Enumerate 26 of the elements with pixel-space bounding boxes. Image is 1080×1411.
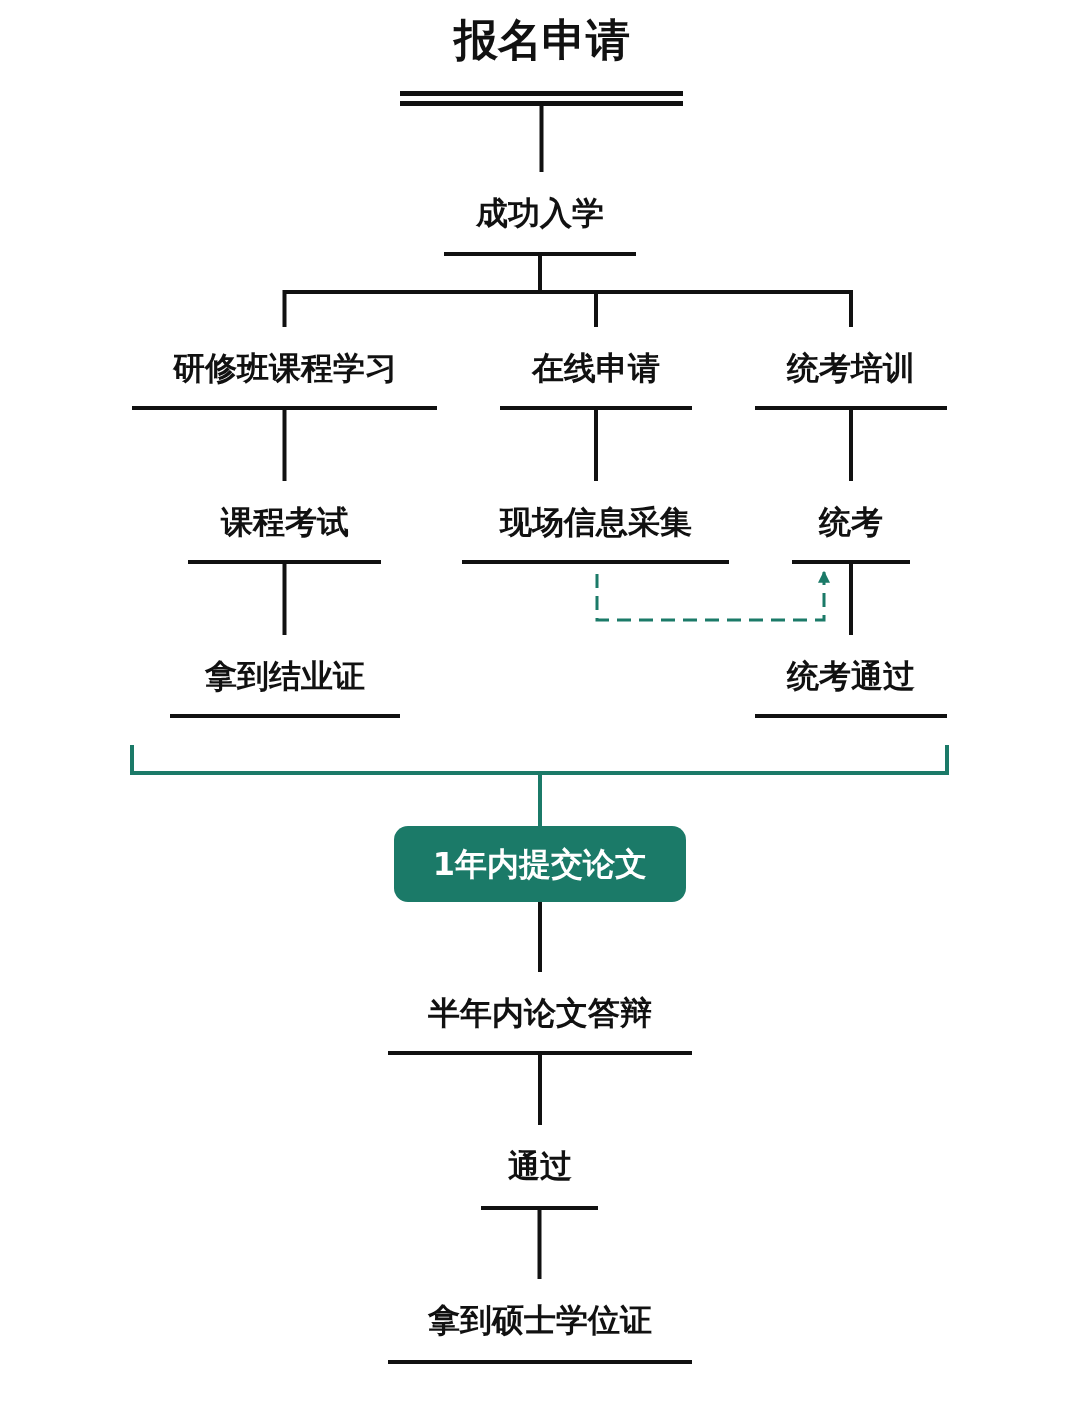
connector bbox=[849, 410, 853, 481]
connector bbox=[537, 1210, 542, 1279]
underlined-step: 半年内论文答辩 bbox=[388, 972, 692, 1055]
underlined-step: 拿到硕士学位证 bbox=[388, 1279, 692, 1364]
connector bbox=[282, 564, 287, 635]
underlined-step: 统考 bbox=[792, 481, 910, 564]
underlined-step: 研修班课程学习 bbox=[132, 327, 437, 410]
connector bbox=[594, 410, 598, 481]
connector bbox=[282, 410, 287, 481]
underlined-step: 成功入学 bbox=[444, 172, 636, 256]
process-box: 1年内提交论文 bbox=[394, 826, 686, 902]
underlined-step: 通过 bbox=[481, 1125, 598, 1210]
connector bbox=[539, 106, 544, 172]
title-step: 报名申请 bbox=[400, 10, 683, 106]
underlined-step: 统考通过 bbox=[755, 635, 947, 718]
connector bbox=[538, 1055, 542, 1125]
underlined-step: 现场信息采集 bbox=[462, 481, 729, 564]
bracket-connector bbox=[538, 745, 949, 826]
dashed-arrow bbox=[595, 570, 830, 622]
underlined-step: 统考培训 bbox=[755, 327, 947, 410]
connector bbox=[538, 256, 853, 327]
underlined-step: 课程考试 bbox=[188, 481, 381, 564]
underlined-step: 拿到结业证 bbox=[170, 635, 400, 718]
connector bbox=[849, 564, 853, 635]
connector bbox=[538, 902, 542, 972]
underlined-step: 在线申请 bbox=[500, 327, 692, 410]
